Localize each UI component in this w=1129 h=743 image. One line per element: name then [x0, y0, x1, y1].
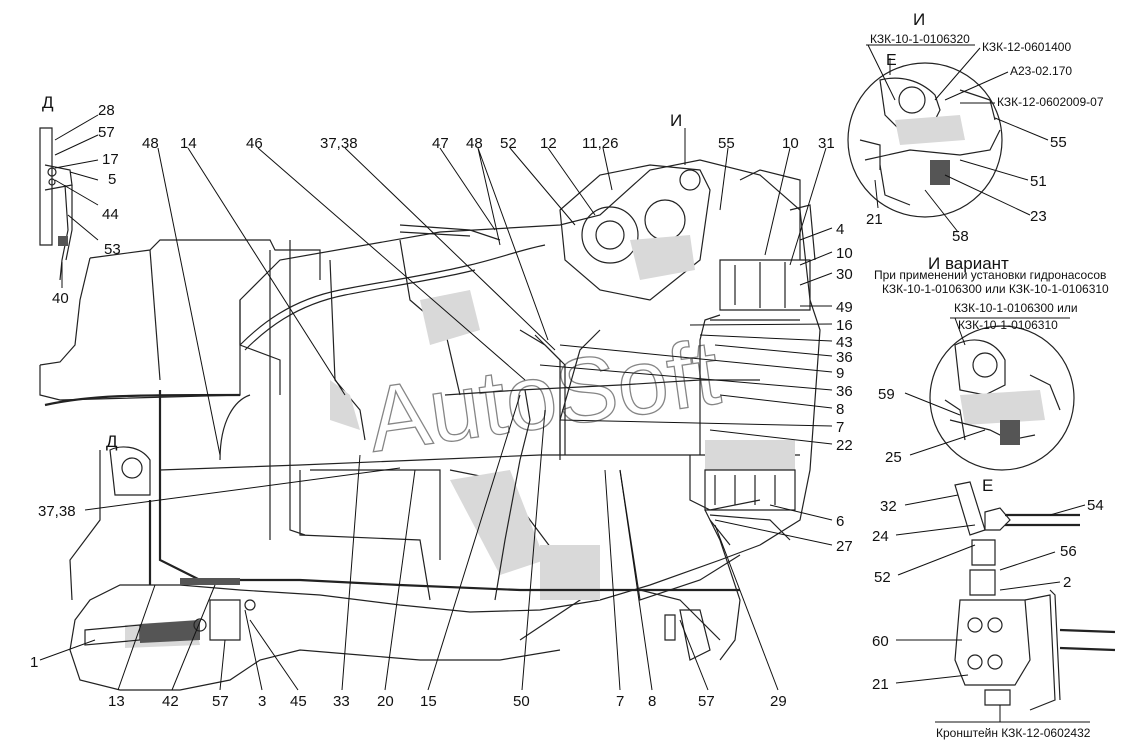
callout: 51 — [1030, 173, 1047, 190]
main-assembly-drawing — [39, 159, 821, 691]
callout: 50 — [513, 693, 530, 710]
callout: 7 — [616, 693, 624, 710]
main-right-labels: 4 10 30 49 16 43 36 9 36 8 7 22 6 27 — [836, 221, 853, 555]
view-d-labels: Д 28 57 17 5 44 53 40 Д — [42, 93, 121, 451]
part-number: КЗК-12-0602009-07 — [997, 95, 1104, 109]
callout: 16 — [836, 317, 853, 334]
callout: 44 — [102, 206, 119, 223]
callout: 48 — [466, 135, 483, 152]
callout: 8 — [836, 401, 844, 418]
callout: 11,26 — [582, 135, 618, 152]
callout: 25 — [885, 449, 902, 466]
callout: 56 — [1060, 543, 1077, 560]
callout: 58 — [952, 228, 969, 245]
callout: 5 — [108, 171, 116, 188]
callout: 23 — [1030, 208, 1047, 225]
callout: 10 — [836, 245, 853, 262]
callout: 43 — [836, 334, 853, 351]
part-number: КЗК-10-1-0106310 — [958, 318, 1058, 332]
callout: 31 — [818, 135, 835, 152]
callout: 22 — [836, 437, 853, 454]
view-i-variant-drawing — [929, 325, 1075, 471]
callout: 32 — [880, 498, 897, 515]
callout: 37,38 — [38, 503, 76, 520]
callout: 49 — [836, 299, 853, 316]
callout: 15 — [420, 693, 437, 710]
callout: 27 — [836, 538, 853, 555]
callout: 36 — [836, 349, 853, 366]
part-number: А23-02.170 — [1010, 64, 1072, 78]
callout: 48 — [142, 135, 159, 152]
callout: 40 — [52, 290, 69, 307]
callout: 45 — [290, 693, 307, 710]
callout: 57 — [98, 124, 115, 141]
main-left-labels: 37,38 1 — [30, 503, 76, 671]
callout: 54 — [1087, 497, 1104, 514]
callout: 57 — [698, 693, 715, 710]
callout: 9 — [836, 365, 844, 382]
variant-subtitle: При применении установки гидронасосов — [874, 268, 1106, 282]
variant-subtitle: КЗК-10-1-0106300 или КЗК-10-1-0106310 — [882, 282, 1109, 296]
callout: 8 — [648, 693, 656, 710]
callout: 52 — [500, 135, 517, 152]
callout: 13 — [108, 693, 125, 710]
view-i-labels: И КЗК-10-1-0106320 Е КЗК-12-0601400 А23-… — [866, 10, 1104, 245]
callout: 52 — [874, 569, 891, 586]
callout: 12 — [540, 135, 557, 152]
callout: 2 — [1063, 574, 1071, 591]
callout: 20 — [377, 693, 394, 710]
callout: 6 — [836, 513, 844, 530]
callout: 33 — [333, 693, 350, 710]
callout: 4 — [836, 221, 844, 238]
callout: 3 — [258, 693, 266, 710]
callout: 53 — [104, 241, 121, 258]
view-d-drawing — [39, 127, 73, 281]
callout: 10 — [782, 135, 799, 152]
part-number: КЗК-10-1-0106320 — [870, 32, 970, 46]
callout: 21 — [866, 211, 883, 228]
bracket-caption: Кронштейн КЗК-12-0602432 — [936, 726, 1091, 740]
callout: 55 — [1050, 134, 1067, 151]
callout: 1 — [30, 654, 38, 671]
view-d-section-marker: Д — [106, 432, 118, 451]
main-top-labels: 48 14 46 37,38 47 48 52 12 11,26 55 10 3… — [142, 111, 835, 152]
callout: 57 — [212, 693, 229, 710]
view-e-marker: Е — [886, 52, 897, 69]
callout: 37,38 — [320, 135, 358, 152]
leader-lines — [39, 44, 1090, 723]
callout: 59 — [878, 386, 895, 403]
view-e-title: Е — [982, 476, 993, 495]
callout: 24 — [872, 528, 889, 545]
view-i-marker: И — [670, 111, 682, 130]
view-i-variant-labels: И вариант При применении установки гидро… — [874, 254, 1109, 466]
view-i-title: И — [913, 10, 925, 29]
callout: 55 — [718, 135, 735, 152]
part-number: КЗК-10-1-0106300 или — [954, 301, 1078, 315]
callout: 36 — [836, 383, 853, 400]
callout: 29 — [770, 693, 787, 710]
callout: 21 — [872, 676, 889, 693]
part-number: КЗК-12-0601400 — [982, 40, 1071, 54]
callout: 42 — [162, 693, 179, 710]
callout: 46 — [246, 135, 263, 152]
callout: 47 — [432, 135, 449, 152]
callout: 17 — [102, 151, 119, 168]
callout: 14 — [180, 135, 197, 152]
variant-title: И вариант — [928, 254, 1009, 273]
callout: 60 — [872, 633, 889, 650]
view-d-title: Д — [42, 93, 54, 112]
view-e-drawing — [954, 481, 1116, 711]
callout: 7 — [836, 419, 844, 436]
callout: 30 — [836, 266, 853, 283]
callout: 28 — [98, 102, 115, 119]
view-i-drawing — [847, 62, 1003, 218]
main-bottom-labels: 13 42 57 3 45 33 20 15 50 7 8 57 29 — [108, 693, 787, 710]
view-e-labels: Е 32 54 24 56 52 2 60 21 Кронштейн КЗК-1… — [872, 476, 1104, 740]
